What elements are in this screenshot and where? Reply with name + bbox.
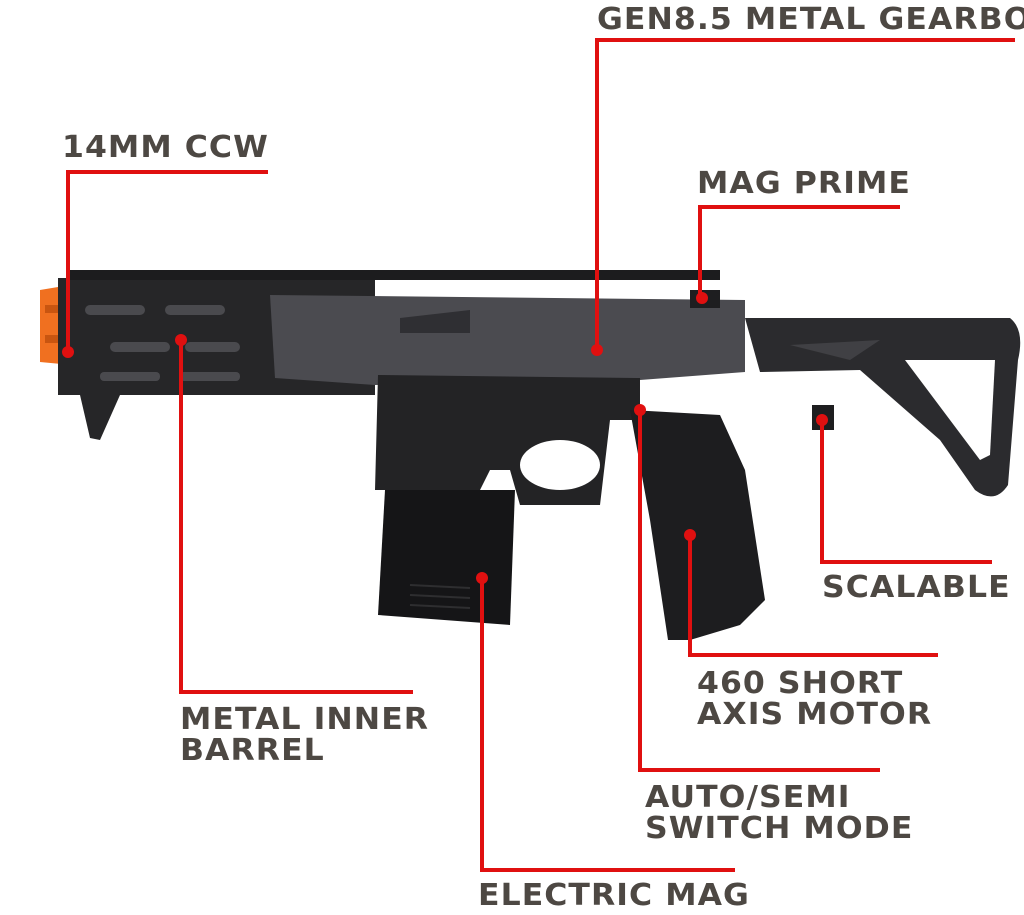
label-mag-prime: Mag Prime	[697, 166, 911, 201]
label-switch: Auto/Semi Switch Mode	[645, 782, 913, 844]
callout-line-switch	[638, 410, 880, 772]
callout-line-ccw	[66, 170, 268, 352]
lower-receiver	[375, 375, 640, 505]
callout-line-scalable	[820, 420, 992, 564]
label-switch-line2: Switch Mode	[645, 811, 914, 846]
label-motor: 460 Short Axis Motor	[697, 668, 932, 730]
callout-line-mag	[480, 578, 735, 872]
label-electric-mag: Electric Mag	[478, 878, 750, 913]
callout-line-mag-prime	[698, 205, 900, 298]
label-barrel-line1: Metal Inner	[180, 702, 430, 737]
label-gearbox: Gen8.5 Metal Gearbox	[597, 2, 1024, 37]
magazine	[378, 490, 515, 625]
label-motor-line2: Axis Motor	[697, 697, 933, 732]
label-ccw: 14mm CCW	[62, 130, 269, 165]
label-barrel-line2: Barrel	[180, 733, 325, 768]
callout-dots	[62, 292, 828, 584]
callout-line-barrel	[179, 340, 413, 694]
upper-receiver	[270, 295, 745, 385]
callout-line-gearbox	[595, 38, 1015, 350]
label-scalable: Scalable	[822, 570, 1011, 605]
label-motor-line1: 460 Short	[697, 666, 904, 701]
callout-lines	[66, 38, 1015, 872]
label-switch-line1: Auto/Semi	[645, 780, 851, 815]
callout-line-motor	[688, 535, 938, 657]
label-barrel: Metal Inner Barrel	[180, 704, 429, 766]
pistol-grip	[630, 410, 765, 640]
